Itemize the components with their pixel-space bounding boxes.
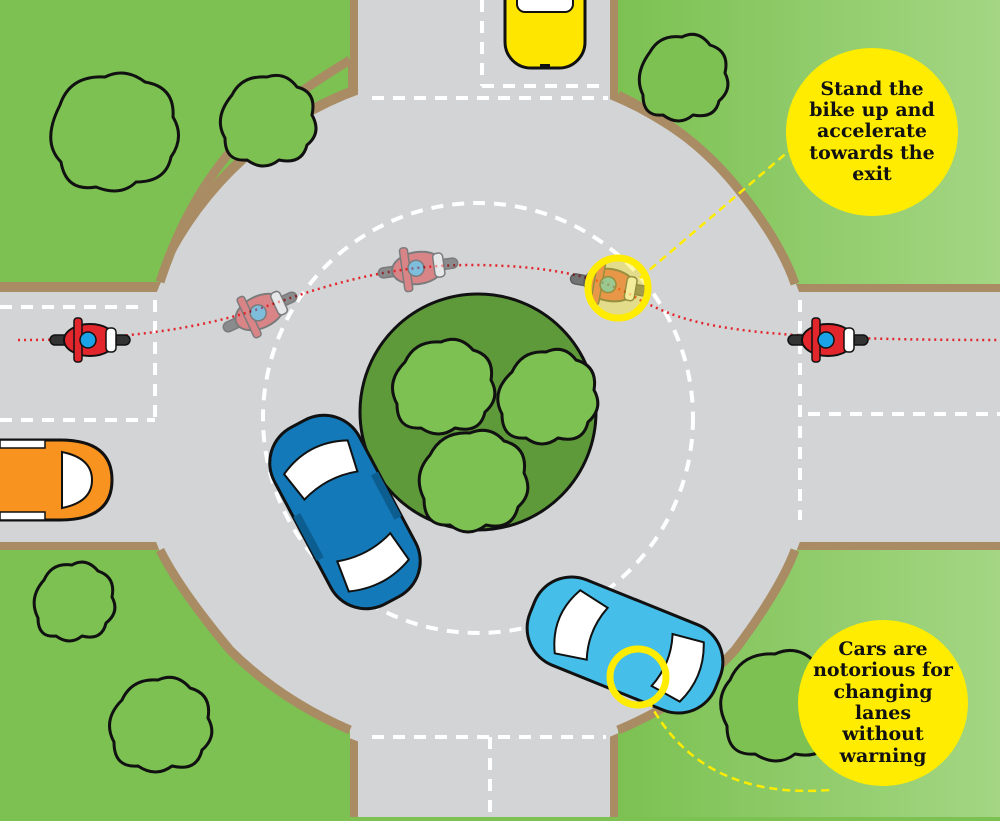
car-icon	[268, 413, 422, 611]
bush-icon	[218, 73, 318, 168]
car-icon	[503, 0, 587, 70]
bush-icon	[32, 560, 117, 643]
callout-leader	[639, 149, 791, 279]
motorbike-path	[17, 263, 1000, 342]
callout-leader	[646, 699, 831, 793]
callout-text: Cars are notorious for changing lanes wi…	[813, 638, 953, 767]
callout-cars-changing-lanes: Cars are notorious for changing lanes wi…	[798, 620, 968, 786]
motorbike-icon	[569, 260, 651, 306]
callout-stand-bike-up: Stand the bike up and accelerate towards…	[786, 48, 958, 216]
bush-icon	[49, 71, 180, 193]
motorbikes	[49, 246, 869, 363]
highlight-ring	[584, 254, 652, 322]
bush-icon	[496, 347, 600, 446]
callout-text: Stand the bike up and accelerate towards…	[809, 77, 935, 185]
bush-icon	[108, 675, 214, 774]
motorbike-icon	[222, 290, 298, 339]
motorbike-icon	[49, 317, 131, 363]
highlight-ring	[606, 645, 670, 709]
bush-icon	[391, 337, 497, 436]
bushes	[32, 32, 844, 774]
car-icon	[0, 438, 114, 522]
motorbike-icon	[787, 317, 869, 363]
motorbike-icon	[377, 246, 459, 293]
bush-icon	[637, 32, 730, 123]
bush-icon	[417, 428, 530, 534]
